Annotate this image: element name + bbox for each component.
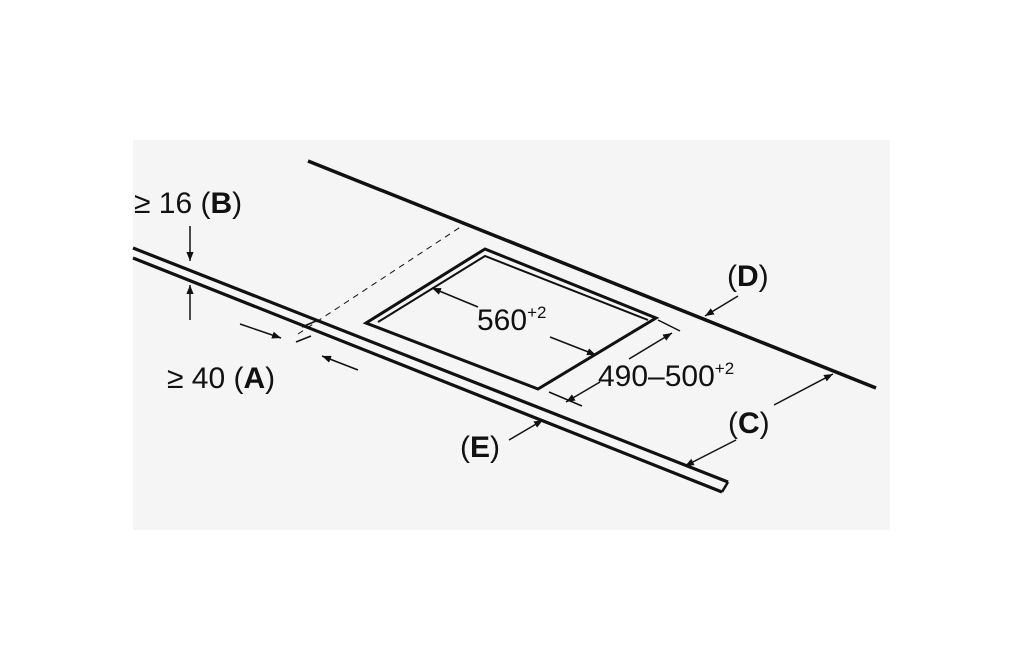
worktop-front-edge-top [132, 246, 729, 484]
a-extension-lower [295, 335, 312, 343]
cutout-outer [362, 247, 660, 391]
depth-extension-back [657, 319, 681, 332]
depth-arrow-back [628, 332, 673, 360]
c-arrow-back [773, 373, 834, 406]
label-b: ≥ 16 (B) [134, 187, 242, 220]
label-d: (D) [727, 260, 769, 293]
a-extension-upper [301, 320, 317, 328]
cutout-inner [377, 254, 649, 323]
width-arrow-right [549, 336, 597, 356]
a-arrow-right [321, 355, 359, 371]
diagram-panel [133, 140, 890, 530]
a-arrow-left [239, 323, 282, 339]
depth-extension-front [548, 391, 583, 407]
label-e: (E) [460, 431, 500, 464]
label-depth: 490–500+2 [598, 359, 734, 393]
c-arrow-front [684, 439, 737, 467]
worktop-front-end [720, 481, 730, 493]
worktop-front-edge-bottom [132, 256, 723, 494]
e-leader-arrow [508, 419, 544, 441]
back-wall-edge [307, 159, 877, 390]
width-arrow-left [431, 287, 479, 308]
label-width: 560+2 [477, 303, 546, 337]
label-c: (C) [728, 407, 770, 440]
d-leader-arrow [704, 295, 739, 317]
label-a: ≥ 40 (A) [167, 362, 275, 395]
depth-arrow-front [565, 381, 601, 403]
